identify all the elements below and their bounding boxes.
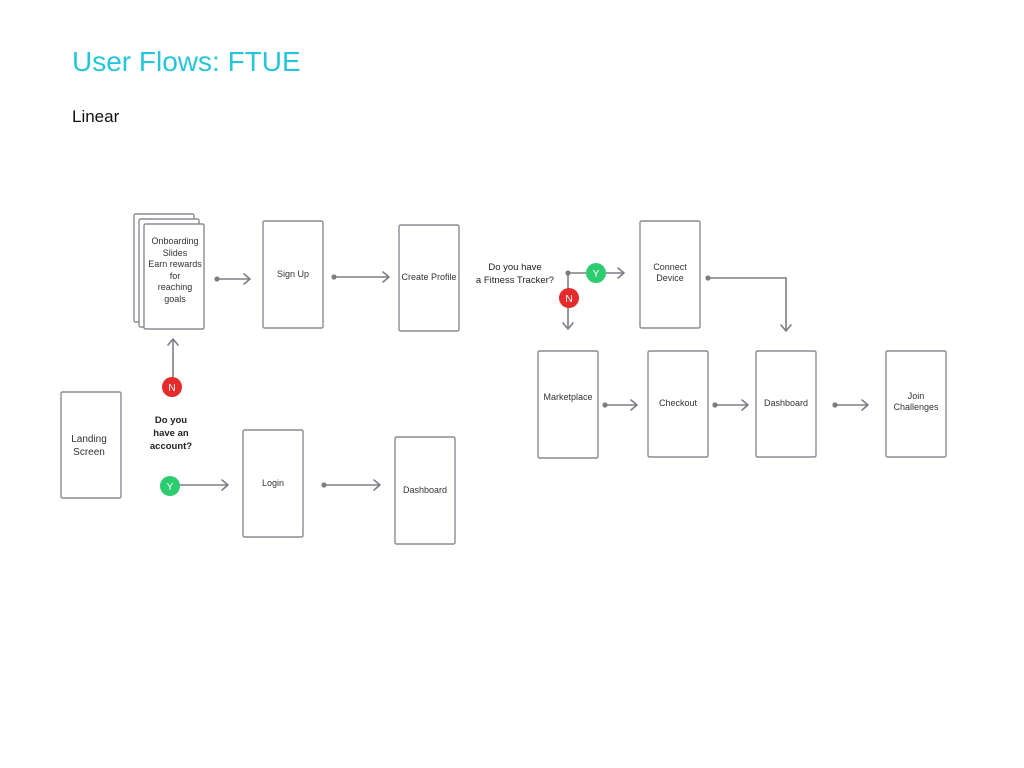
onboarding-slides-screen[interactable]: Onboarding Slides Earn rewards for reach… xyxy=(133,213,205,330)
landing-screen-frame xyxy=(60,391,122,499)
onboarding-to-sign-up-arrow xyxy=(214,273,251,285)
onboarding-slide-front xyxy=(143,223,205,330)
onboarding-label-line-2: Slides xyxy=(163,248,188,258)
onboarding-label-line-1: Onboarding xyxy=(151,236,198,246)
svg-text:Y: Y xyxy=(593,269,600,280)
onboarding-label-line-6: goals xyxy=(164,294,186,304)
login-screen-frame xyxy=(242,429,304,538)
account-question: Do you have an account? xyxy=(150,415,192,452)
login-to-dashboard-arrow xyxy=(321,479,381,491)
marketplace-screen-frame xyxy=(537,350,599,459)
landing-label-line-2: Screen xyxy=(73,447,105,458)
marketplace-to-checkout-arrow xyxy=(602,399,638,411)
no-badge-account: N xyxy=(162,377,182,397)
landing-screen[interactable]: Landing Screen xyxy=(60,391,122,499)
dashboard-login-frame xyxy=(394,436,456,545)
checkout-to-dashboard-arrow xyxy=(712,399,749,411)
dashboard-screen-main[interactable]: Dashboard xyxy=(755,350,817,458)
marketplace-screen[interactable]: Marketplace xyxy=(537,350,599,459)
join-challenges-screen[interactable]: Join Challenges xyxy=(885,350,947,458)
dashboard-main-label: Dashboard xyxy=(764,398,808,408)
sign-up-screen[interactable]: Sign Up xyxy=(262,220,324,329)
yes-account-to-login-arrow xyxy=(178,479,229,491)
connect-device-label-line-2: Device xyxy=(656,273,684,283)
join-challenges-label-line-1: Join xyxy=(908,391,925,401)
connect-device-label-line-1: Connect xyxy=(653,262,687,272)
page-title: User Flows: FTUE xyxy=(72,46,301,77)
sign-up-screen-frame xyxy=(262,220,324,329)
no-account-to-onboarding-arrow xyxy=(167,338,179,378)
svg-text:N: N xyxy=(565,294,572,305)
dashboard-login-label: Dashboard xyxy=(403,485,447,495)
yes-badge-tracker: Y xyxy=(586,263,606,283)
connect-device-screen[interactable]: Connect Device xyxy=(639,220,701,329)
account-question-line-1: Do you xyxy=(155,415,187,426)
create-profile-screen[interactable]: Create Profile xyxy=(398,224,460,332)
account-question-line-3: account? xyxy=(150,441,192,452)
checkout-screen-frame xyxy=(647,350,709,458)
connect-device-screen-frame xyxy=(639,220,701,329)
tracker-question: Do you have a Fitness Tracker? xyxy=(476,262,554,286)
svg-text:Y: Y xyxy=(167,482,174,493)
tracker-question-line-2: a Fitness Tracker? xyxy=(476,275,554,286)
dashboard-to-join-challenges-arrow xyxy=(832,399,869,411)
onboarding-label-line-4: for xyxy=(170,271,181,281)
dashboard-main-frame xyxy=(755,350,817,458)
onboarding-label-line-3: Earn rewards xyxy=(148,259,202,269)
sign-up-to-create-profile-arrow xyxy=(331,271,390,283)
login-screen[interactable]: Login xyxy=(242,429,304,538)
sign-up-label: Sign Up xyxy=(277,269,309,279)
no-badge-tracker: N xyxy=(559,288,579,308)
yes-badge-account: Y xyxy=(160,476,180,496)
checkout-screen[interactable]: Checkout xyxy=(647,350,709,458)
onboarding-label-line-5: reaching xyxy=(158,282,193,292)
marketplace-label: Marketplace xyxy=(543,392,592,402)
create-profile-screen-frame xyxy=(398,224,460,332)
dashboard-screen-login-path[interactable]: Dashboard xyxy=(394,436,456,545)
section-label: Linear xyxy=(72,107,120,126)
checkout-label: Checkout xyxy=(659,398,698,408)
connect-device-to-dashboard-arrow xyxy=(705,275,792,332)
landing-label-line-1: Landing xyxy=(71,434,107,445)
join-challenges-screen-frame xyxy=(885,350,947,458)
join-challenges-label-line-2: Challenges xyxy=(893,402,939,412)
tracker-question-line-1: Do you have xyxy=(488,262,541,273)
svg-text:N: N xyxy=(168,383,175,394)
login-label: Login xyxy=(262,478,284,488)
create-profile-label: Create Profile xyxy=(401,272,456,282)
account-question-line-2: have an xyxy=(153,428,189,439)
